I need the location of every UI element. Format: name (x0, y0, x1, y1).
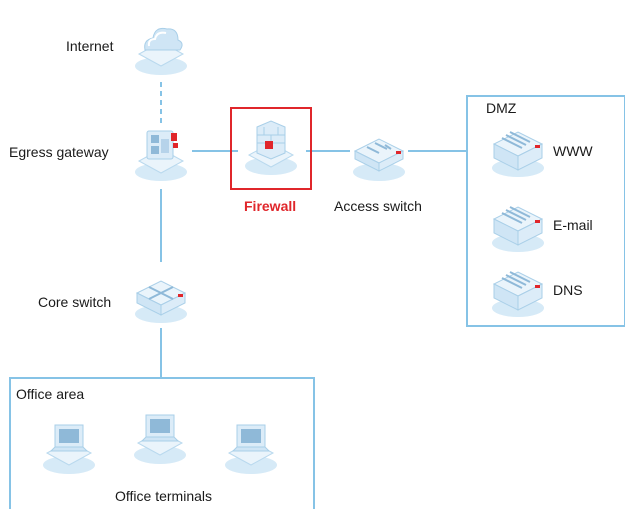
internet-node (131, 16, 191, 78)
www-label: WWW (553, 143, 593, 159)
egress-gateway-label: Egress gateway (9, 144, 109, 160)
access-switch-node (349, 121, 409, 183)
router-icon (135, 130, 187, 181)
firewall-label: Firewall (244, 198, 297, 214)
internet-label: Internet (66, 38, 114, 54)
server-icon (492, 271, 544, 317)
dns-server-node (488, 258, 548, 320)
firewall-highlight-box (230, 107, 312, 190)
email-server-node (488, 193, 548, 255)
email-label: E-mail (553, 217, 593, 233)
firewall-icon (245, 120, 297, 175)
core-switch-icon (135, 280, 187, 323)
core-switch-node (131, 263, 191, 325)
office-terminal-1 (39, 415, 99, 477)
server-icon (492, 131, 544, 177)
core-switch-label: Core switch (38, 294, 112, 310)
cloud-icon (135, 27, 187, 75)
server-icon (492, 206, 544, 252)
egress-gateway-node (131, 121, 191, 183)
switch-icon (353, 138, 405, 181)
access-switch-label: Access switch (334, 198, 422, 214)
office-terminals-label: Office terminals (115, 488, 212, 504)
dns-label: DNS (553, 282, 583, 298)
office-area-label: Office area (16, 386, 85, 402)
laptop-icon (134, 414, 186, 464)
firewall-node (241, 115, 301, 177)
laptop-icon (43, 424, 95, 474)
laptop-icon (225, 424, 277, 474)
www-server-node (488, 118, 548, 180)
office-terminal-2 (130, 405, 190, 467)
office-terminal-3 (221, 415, 281, 477)
dmz-zone-label: DMZ (486, 100, 517, 116)
office-area-zone (9, 377, 315, 509)
